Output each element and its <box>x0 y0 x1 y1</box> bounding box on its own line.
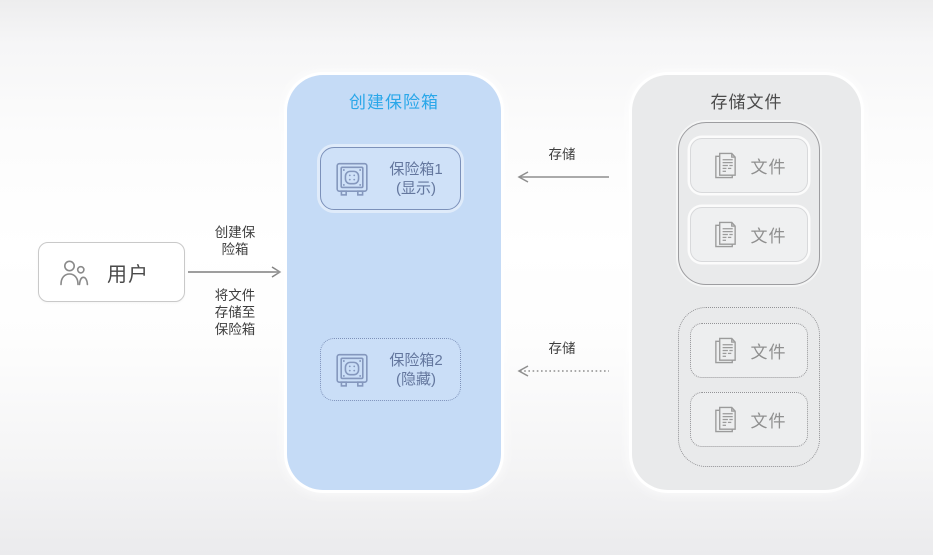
document-icon <box>714 152 736 178</box>
safe-1-name: 保险箱1 <box>389 160 443 178</box>
label-store-files-to-safe: 将文件 存储至 保险箱 <box>214 288 256 337</box>
file-label: 文件 <box>750 343 787 362</box>
file-node: 文件 <box>690 323 808 378</box>
file-label: 文件 <box>750 412 787 431</box>
safe-2-name: 保险箱2 <box>389 351 443 369</box>
safe-2-state: (隐藏) <box>396 370 436 388</box>
safe-icon <box>336 353 368 387</box>
users-icon <box>60 260 89 285</box>
safe-1-visible-node: 保险箱1 (显示) <box>320 147 461 210</box>
file-node: 文件 <box>690 207 808 262</box>
file-node: 文件 <box>690 138 808 193</box>
label-store-bottom: 存储 <box>548 341 576 356</box>
user-label: 用户 <box>107 263 149 286</box>
label-store-top: 存储 <box>548 147 576 162</box>
document-icon <box>714 221 736 247</box>
label-create-safe: 创建保 险箱 <box>214 225 256 257</box>
safe-1-state: (显示) <box>396 179 436 197</box>
store-files-panel-title: 存储文件 <box>710 93 783 112</box>
safe-icon <box>336 162 368 196</box>
document-icon <box>714 406 736 432</box>
file-node: 文件 <box>690 392 808 447</box>
user-node: 用户 <box>38 242 185 302</box>
file-label: 文件 <box>750 227 787 246</box>
file-group-hidden: 文件 文件 <box>678 307 820 467</box>
create-safe-panel-title: 创建保险箱 <box>349 93 439 112</box>
safe-2-hidden-node: 保险箱2 (隐藏) <box>320 338 461 401</box>
file-group-visible: 文件 文件 <box>678 122 820 285</box>
arrow-user-to-create-panel <box>188 266 282 278</box>
safe-2-label: 保险箱2 (隐藏) <box>380 351 460 389</box>
document-icon <box>714 337 736 363</box>
safe-1-label: 保险箱1 (显示) <box>380 160 460 198</box>
store-files-panel: 存储文件 文件 <box>632 75 861 490</box>
arrow-store-solid <box>517 171 609 183</box>
file-label: 文件 <box>750 158 787 177</box>
create-safe-panel: 创建保险箱 保险箱1 (显示) <box>287 75 501 490</box>
arrow-store-dotted <box>517 365 609 377</box>
